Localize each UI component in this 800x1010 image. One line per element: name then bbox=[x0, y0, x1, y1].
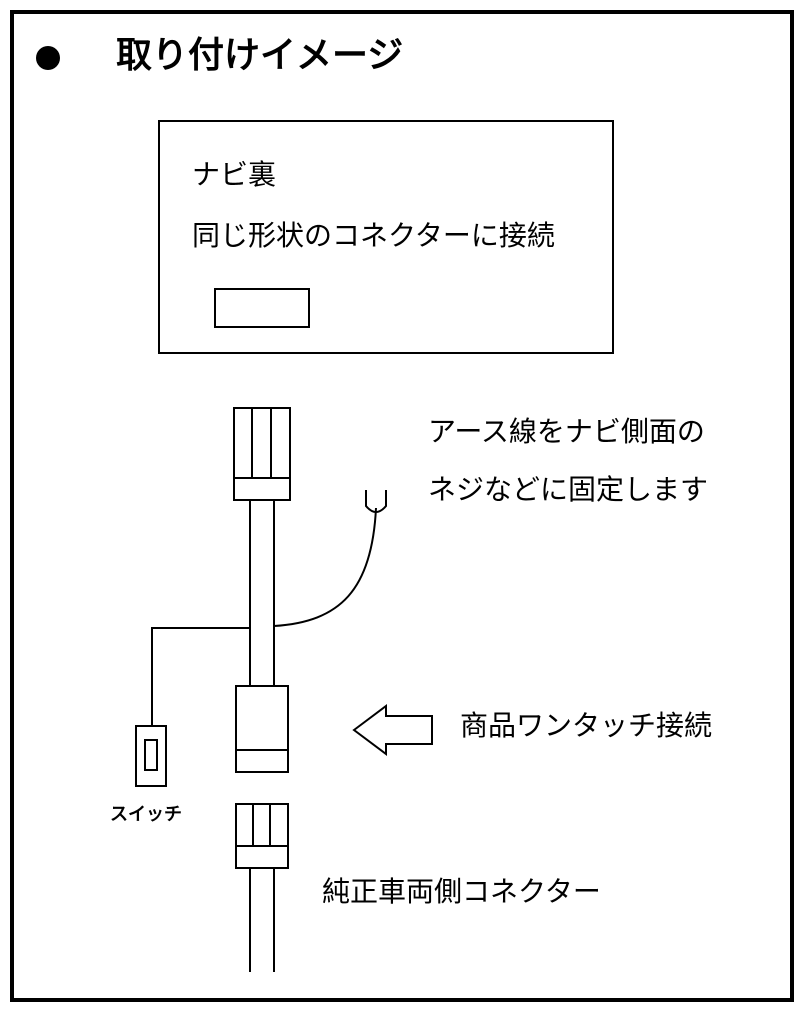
navi-connect-label: 同じ形状のコネクターに接続 bbox=[192, 219, 555, 252]
navi-connector-icon bbox=[214, 288, 310, 328]
vehicle-connector-icon bbox=[235, 803, 289, 869]
ground-note-line2: ネジなどに固定します bbox=[428, 473, 709, 506]
ground-terminal-icon bbox=[365, 490, 387, 513]
switch-icon bbox=[135, 725, 167, 787]
page-title: 取り付けイメージ bbox=[116, 35, 404, 76]
ground-wire bbox=[273, 507, 377, 627]
product-note: 商品ワンタッチ接続 bbox=[460, 709, 713, 742]
navi-back-box bbox=[158, 120, 614, 354]
lower-cable bbox=[249, 868, 275, 972]
switch-label: スイッチ bbox=[110, 804, 182, 825]
navi-back-label: ナビ裏 bbox=[192, 158, 277, 191]
navi-side-connector-icon bbox=[233, 407, 291, 501]
hollow-arrow-icon bbox=[352, 704, 433, 756]
outer-frame bbox=[10, 10, 794, 1002]
upper-cable bbox=[249, 500, 275, 686]
vehicle-connector-label: 純正車両側コネクター bbox=[322, 875, 601, 908]
bullet-icon bbox=[36, 46, 60, 70]
product-connector-icon bbox=[235, 685, 289, 773]
ground-note-line1: アース線をナビ側面の bbox=[428, 415, 705, 448]
switch-wire bbox=[151, 627, 250, 726]
